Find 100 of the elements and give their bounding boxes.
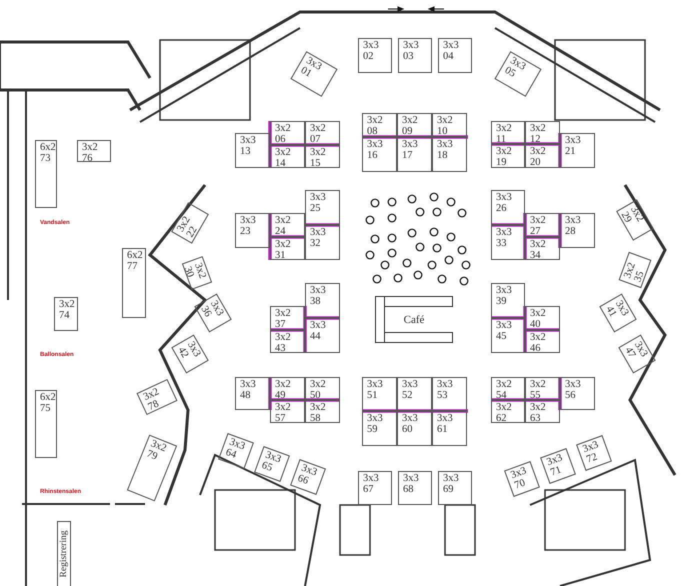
booth-size: 3x2 — [530, 403, 547, 414]
booth — [194, 294, 232, 332]
booth-number: 05 — [502, 65, 518, 82]
booth-size: 3x3 — [240, 216, 257, 226]
booth-number: 28 — [565, 226, 576, 237]
booth — [305, 145, 340, 168]
booth-number: 66 — [296, 473, 310, 488]
booth-size: 3x3 — [403, 474, 420, 484]
booth-number: 32 — [310, 238, 322, 249]
booth-number: 06 — [275, 134, 286, 145]
booth — [358, 471, 392, 505]
booth-size: 3x3 — [443, 41, 460, 52]
booth-number: 50 — [310, 390, 322, 401]
booth-number: 37 — [275, 320, 286, 330]
booth — [397, 113, 432, 137]
booth — [362, 113, 397, 137]
booth — [491, 190, 525, 225]
booth — [525, 144, 560, 168]
booth-size: 3x2 — [310, 380, 327, 390]
booth — [305, 190, 340, 225]
booth-number: 69 — [443, 484, 454, 495]
booth-number: 07 — [310, 134, 322, 145]
booth-size: 3x2 — [82, 143, 99, 154]
booth-number: 20 — [530, 158, 542, 168]
booth-size: 3x3 — [496, 321, 513, 332]
booth-size: 3x2 — [530, 240, 547, 250]
booth — [305, 225, 340, 260]
booth-size: 3x2 — [310, 403, 327, 414]
booth-size: 3x3 — [496, 193, 513, 204]
booth-number: 10 — [437, 126, 448, 137]
booth-size: 3x2 — [59, 300, 76, 310]
area-name: Café — [404, 314, 424, 326]
booth — [540, 448, 576, 484]
booth-number: 30 — [182, 265, 196, 281]
booth — [599, 294, 637, 332]
booth-size: 3x3 — [367, 140, 384, 150]
booth-number: 68 — [403, 484, 414, 495]
booth-number: 02 — [363, 52, 374, 62]
booth — [290, 51, 338, 97]
booth-number: 62 — [496, 414, 508, 424]
booth-number: 31 — [275, 250, 286, 261]
booth — [560, 377, 595, 410]
booth-size: 3x2 — [437, 116, 454, 126]
booth-number: 59 — [367, 424, 378, 435]
booth — [432, 137, 467, 172]
booth-number: 54 — [496, 390, 508, 401]
booth-size: 3x3 — [402, 414, 419, 424]
booth-number: 21 — [565, 146, 576, 157]
booth-size: 3x3 — [367, 414, 384, 424]
booth-number: 52 — [402, 390, 414, 401]
booth-number: 40 — [530, 320, 542, 330]
booth-size: 3x2 — [530, 309, 547, 320]
booth-number: 14 — [275, 158, 286, 169]
booth — [525, 377, 560, 400]
booth-number: 15 — [310, 158, 322, 169]
booth — [305, 377, 340, 400]
booth-size: 6x2 — [40, 143, 56, 154]
booth-size: 3x3 — [310, 228, 327, 238]
booth-size: 3x2 — [275, 403, 292, 414]
booth-number: 67 — [363, 484, 374, 495]
booth — [491, 144, 525, 168]
booth-number: 78 — [146, 398, 162, 413]
booth — [525, 330, 560, 353]
booth — [362, 411, 397, 446]
booth-size: 3x2 — [275, 380, 292, 390]
booth — [491, 121, 525, 144]
booth-size: 3x2 — [496, 124, 513, 134]
booth — [525, 121, 560, 144]
booth-size: 3x2 — [275, 124, 292, 134]
booth-number: 27 — [530, 226, 542, 237]
booth-size: 3x2 — [275, 148, 292, 158]
booth-number: 73 — [40, 154, 52, 164]
booth-size: 3x3 — [565, 380, 582, 390]
booth — [560, 133, 595, 168]
booth — [491, 400, 525, 423]
booth — [397, 137, 432, 172]
booth — [358, 38, 392, 73]
booth-size: 3x2 — [275, 309, 292, 320]
booth — [525, 306, 560, 330]
booth-size: 3x2 — [275, 240, 292, 250]
booth — [182, 256, 212, 290]
booth-number: 41 — [603, 304, 619, 321]
booth-number: 13 — [240, 146, 252, 157]
booth — [432, 411, 467, 446]
booth-number: 01 — [298, 65, 314, 82]
booth-number: 08 — [367, 126, 378, 137]
booth — [235, 213, 270, 248]
booth — [270, 400, 305, 423]
booth — [305, 121, 340, 145]
booth — [171, 334, 209, 374]
booth-size: 3x2 — [402, 116, 419, 126]
booth-number: 63 — [530, 414, 542, 424]
booth-number: 45 — [496, 332, 508, 342]
booth-size: 3x3 — [437, 380, 454, 390]
booth-size: 3x2 — [496, 147, 513, 158]
booth-number: 24 — [275, 226, 286, 237]
booth-number: 74 — [59, 310, 70, 321]
booth — [35, 390, 57, 458]
booth-number: 44 — [310, 332, 322, 342]
booth-size: 3x3 — [496, 228, 513, 238]
